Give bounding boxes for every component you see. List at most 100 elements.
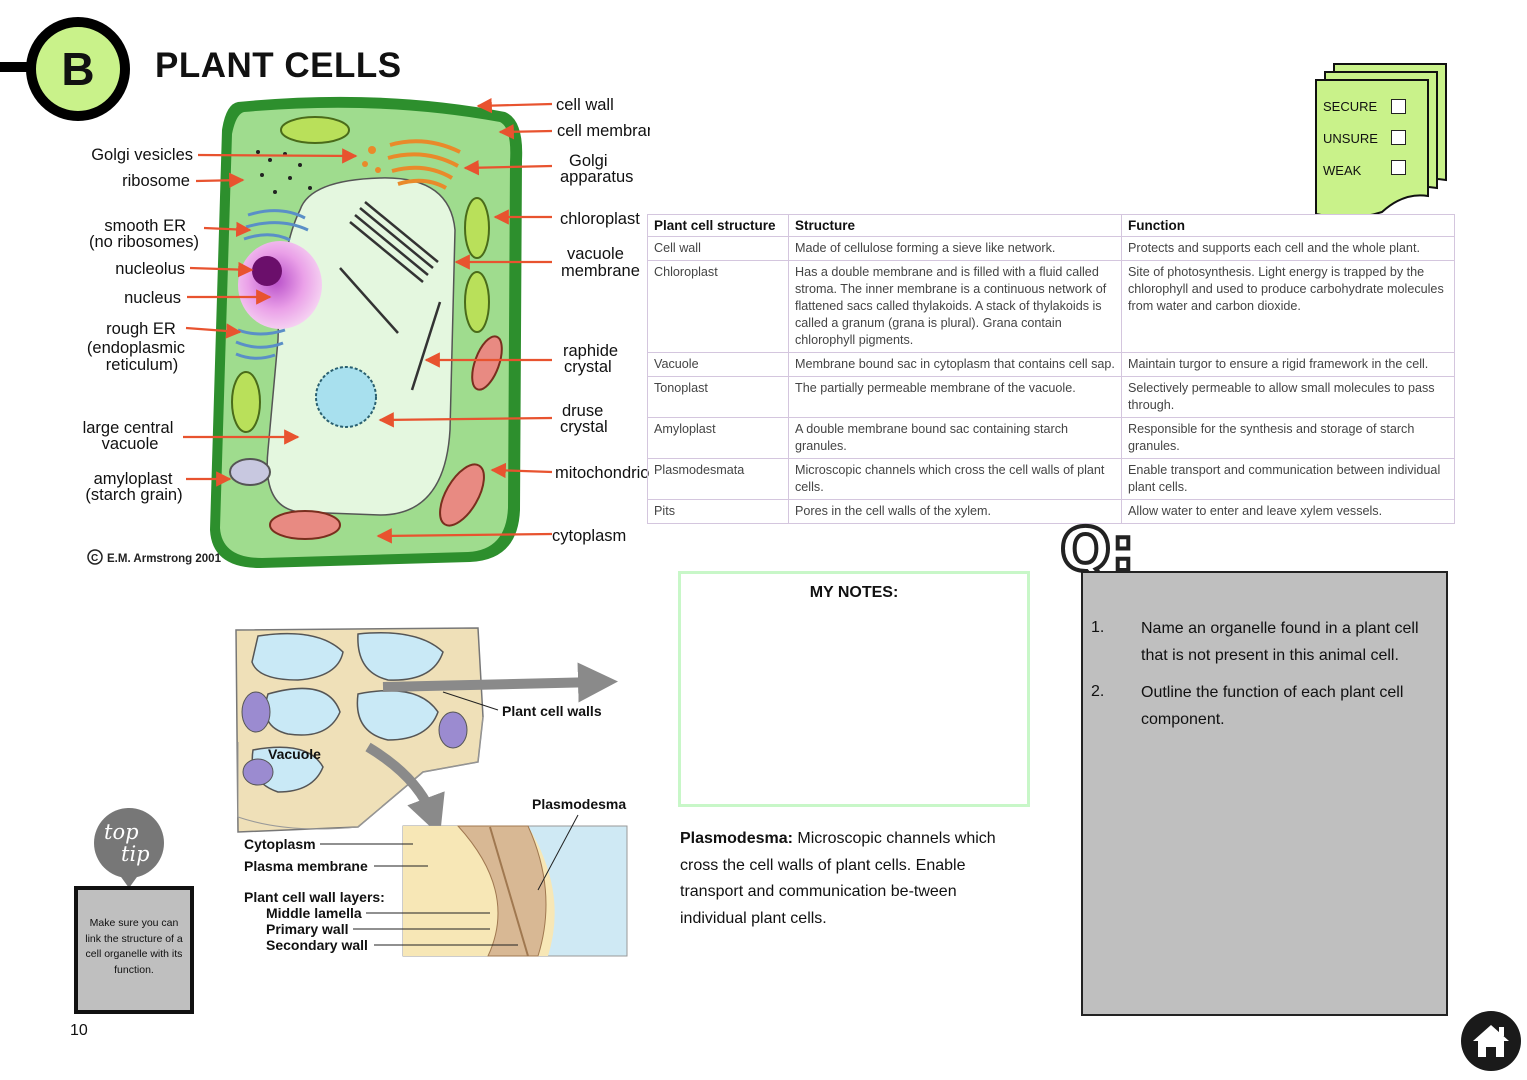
table-cell: Protects and supports each cell and the …: [1121, 236, 1455, 261]
table-cell: Membrane bound sac in cytoplasm that con…: [788, 352, 1122, 377]
table-cell: Microscopic channels which cross the cel…: [788, 458, 1122, 500]
label-cell-membrane: cell membrane: [557, 122, 650, 140]
label-golgi: Golgi: [569, 152, 608, 170]
table-cell: Maintain turgor to ensure a rigid framew…: [1121, 352, 1455, 377]
svg-text:C: C: [91, 553, 98, 564]
label-chloroplast: chloroplast: [560, 210, 640, 228]
label-rough-er-note1: (endoplasmic: [87, 339, 185, 357]
label-rough-er-note2: reticulum): [106, 356, 178, 374]
label-wall-layers: Plant cell wall layers:: [244, 889, 385, 905]
confidence-unsure-label: UNSURE: [1323, 131, 1378, 146]
question-number: 1.: [1091, 619, 1105, 636]
structure-function-table: Plant cell structure Structure Function …: [647, 214, 1455, 524]
table-cell: Selectively permeable to allow small mol…: [1121, 376, 1455, 418]
top-tip-word-tip: tip: [121, 842, 150, 866]
mitochondria-shapes: [269, 335, 503, 540]
my-notes-box[interactable]: MY NOTES:: [678, 571, 1030, 807]
label-amyloplast: amyloplast: [94, 470, 173, 488]
label-vacuole-membrane-2: membrane: [561, 262, 640, 280]
label-starch-grain: (starch grain): [85, 486, 182, 504]
section-badge: B: [26, 17, 130, 121]
table-cell: Vacuole: [647, 352, 789, 377]
label-secondary-wall: Secondary wall: [266, 937, 368, 953]
druse-crystal-shape: [315, 366, 377, 428]
top-tip-word-top: top: [104, 820, 139, 844]
label-arrows: [183, 97, 553, 544]
home-button[interactable]: [1461, 1011, 1521, 1071]
confidence-card: [1315, 63, 1447, 219]
question-number: 2.: [1091, 683, 1105, 700]
definition-text: Microscopic channels which cross the cel…: [680, 830, 996, 927]
table-cell: Pits: [647, 499, 789, 524]
label-wall-vacuole: Vacuole: [268, 746, 321, 762]
section-letter: B: [61, 43, 95, 95]
label-vacuole-membrane-1: vacuole: [567, 245, 624, 263]
label-large-central: large central: [83, 419, 174, 437]
table-cell: Site of photosynthesis. Light energy is …: [1121, 260, 1455, 353]
label-nucleus: nucleus: [124, 289, 181, 307]
table-header-structure: Structure: [788, 214, 1122, 237]
confidence-weak-label: WEAK: [1323, 163, 1362, 178]
header-rule: [0, 62, 40, 72]
table-cell: A double membrane bound sac containing s…: [788, 417, 1122, 459]
table-cell: Cell wall: [647, 236, 789, 261]
table-cell: Made of cellulose forming a sieve like n…: [788, 236, 1122, 261]
label-middle-lamella: Middle lamella: [266, 905, 362, 921]
label-ribosome: ribosome: [122, 172, 190, 190]
table-cell: Allow water to enter and leave xylem ves…: [1121, 499, 1455, 524]
top-tip-bubble: [94, 808, 164, 878]
label-druse: druse: [562, 402, 603, 420]
confidence-secure-checkbox[interactable]: [1391, 99, 1406, 114]
label-cell-wall: cell wall: [556, 96, 614, 114]
label-cytoplasm: cytoplasm: [552, 527, 626, 545]
table-cell: The partially permeable membrane of the …: [788, 376, 1122, 418]
amyloplast-shape: [229, 458, 271, 486]
cell-vacuoles: [251, 632, 444, 793]
cell-wall-diagram: Plant cell walls Vacuole Plasmodesma Cyt…: [235, 627, 628, 957]
label-raphide: raphide: [563, 342, 618, 360]
raphide-shape: [339, 201, 442, 391]
copyright-icon: [87, 549, 103, 565]
confidence-weak-checkbox[interactable]: [1391, 160, 1406, 175]
label-plasma-membrane: Plasma membrane: [244, 858, 368, 874]
label-rough-er: rough ER: [106, 320, 176, 338]
label-smooth-er: smooth ER: [104, 217, 186, 235]
table-cell: Enable transport and communication betwe…: [1121, 458, 1455, 500]
label-plant-cell-walls: Plant cell walls: [502, 703, 602, 719]
label-apparatus: apparatus: [560, 168, 633, 186]
chloroplast-shapes: [231, 116, 490, 433]
page-title: PLANT CELLS: [155, 46, 402, 85]
table-cell: Responsible for the synthesis and storag…: [1121, 417, 1455, 459]
question-text: Outline the function of each plant cell …: [1141, 684, 1404, 728]
table-cell: Tonoplast: [647, 376, 789, 418]
label-nucleolus: nucleolus: [115, 260, 185, 278]
table-cell: Amyloplast: [647, 417, 789, 459]
plasmodesma-definition: Plasmodesma: Microscopic channels which …: [680, 826, 1000, 932]
home-icon: [1473, 1025, 1509, 1057]
top-tip-pointer: [116, 870, 142, 888]
question-text: Name an organelle found in a plant cell …: [1141, 620, 1419, 664]
confidence-unsure-checkbox[interactable]: [1391, 130, 1406, 145]
plant-cell-diagram: Golgi vesicles ribosome smooth ER (no ri…: [83, 96, 650, 568]
label-vacuole: vacuole: [102, 435, 159, 453]
label-druse-crystal: crystal: [560, 418, 608, 436]
label-wall-cytoplasm: Cytoplasm: [244, 836, 316, 852]
confidence-secure-label: SECURE: [1323, 99, 1378, 114]
table-cell: Pores in the cell walls of the xylem.: [788, 499, 1122, 524]
nucleus-shape: [238, 241, 322, 329]
label-raphide-crystal: crystal: [564, 358, 612, 376]
nucleolus-shape: [252, 256, 282, 286]
label-smooth-er-note: (no ribosomes): [89, 233, 199, 251]
table-cell: Has a double membrane and is filled with…: [788, 260, 1122, 353]
top-tip-card: Make sure you can link the structure of …: [74, 886, 194, 1014]
table-cell: Plasmodesmata: [647, 458, 789, 500]
table-header-function: Function: [1121, 214, 1455, 237]
er-shape: [235, 209, 309, 360]
